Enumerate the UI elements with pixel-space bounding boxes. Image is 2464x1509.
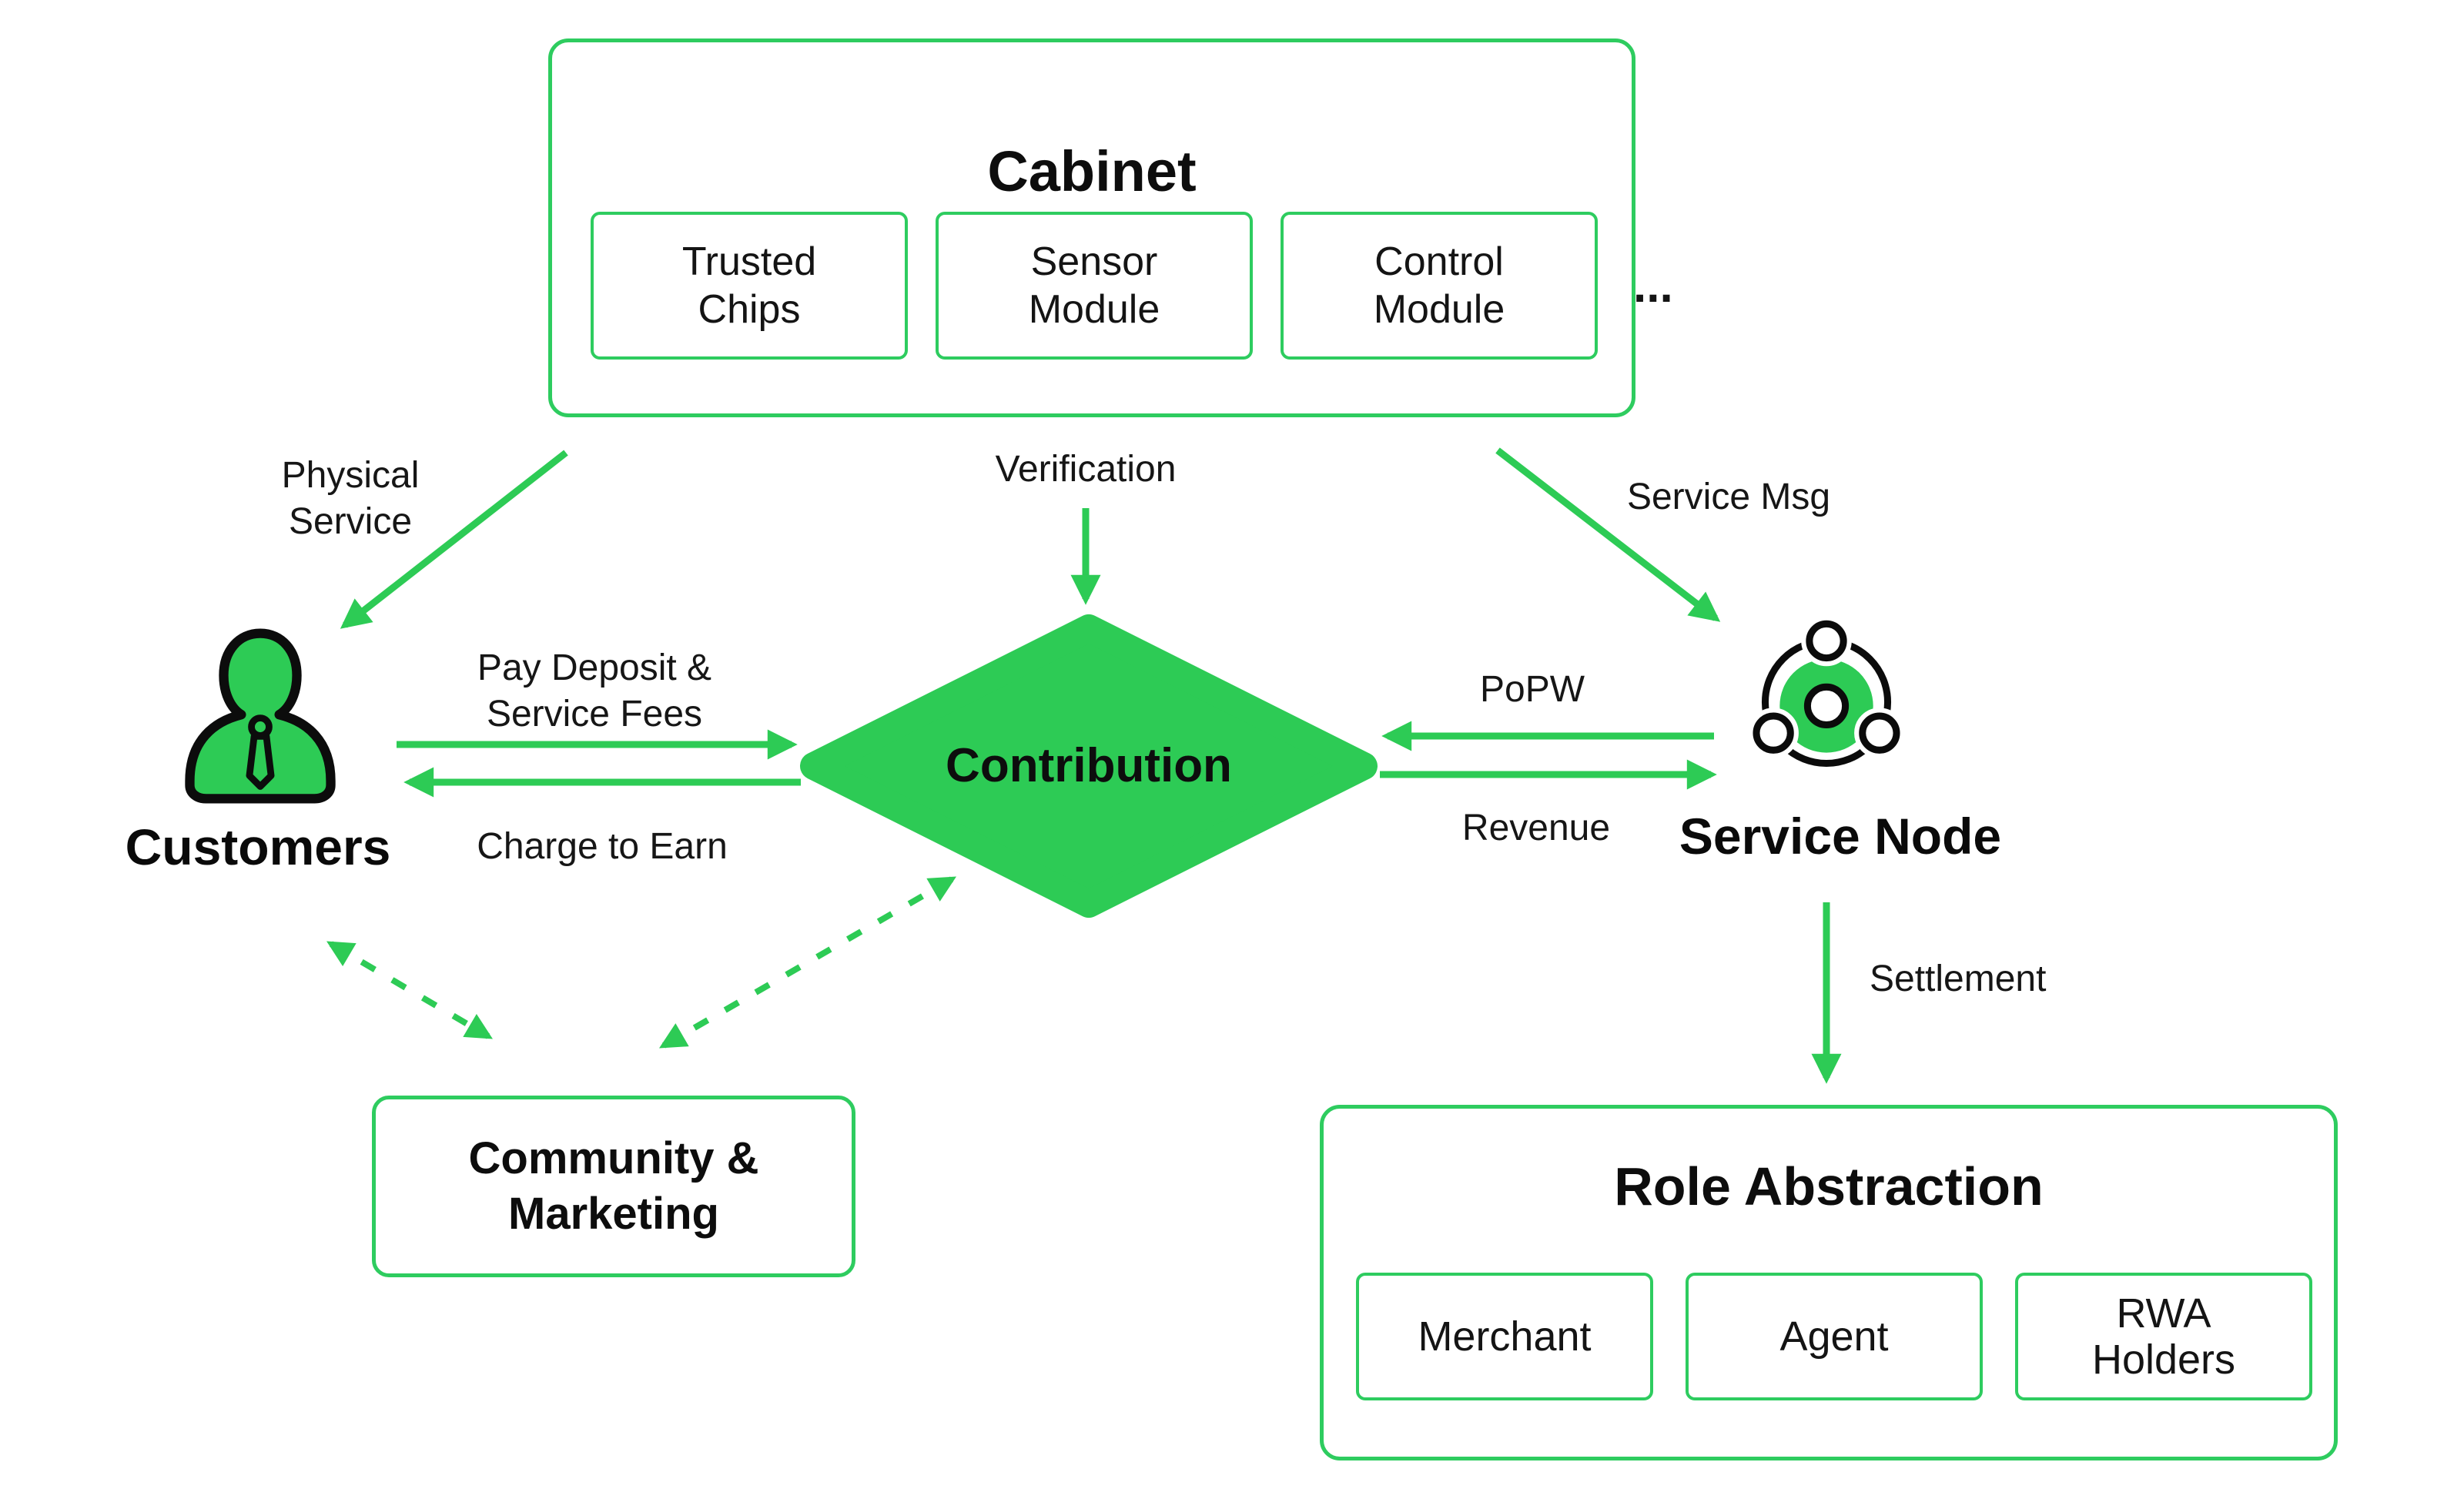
- role-abstraction-title: Role Abstraction: [1614, 1156, 2044, 1216]
- module-control-module-label: Control Module: [1373, 239, 1505, 332]
- module-trusted-chips-label: Trusted Chips: [681, 239, 817, 332]
- network-node-icon: [1748, 615, 1905, 768]
- role-abstraction-box: Role Abstraction Merchant Agent RWA Hold…: [1320, 1105, 2338, 1460]
- popw-label: PoPW: [1479, 669, 1585, 710]
- service-node-label: Service Node: [1679, 808, 2002, 865]
- customers-label: Customers: [125, 818, 391, 875]
- arrow-service-msg: [1495, 447, 1721, 622]
- physical-service-label: Physical Service: [281, 455, 420, 542]
- pay-deposit-label: Pay Deposit & Service Fees: [477, 647, 712, 734]
- role-merchant-label: Merchant: [1418, 1313, 1592, 1360]
- settlement-label: Settlement: [1870, 959, 2047, 999]
- role-row: Merchant Agent RWA Holders: [1356, 1273, 2312, 1400]
- module-control-module: Control Module: [1281, 212, 1598, 360]
- role-agent-label: Agent: [1779, 1313, 1889, 1360]
- arrow-physical-service: [340, 450, 568, 629]
- community-marketing-label: Community & Marketing: [468, 1133, 759, 1239]
- charge-to-earn-label: Charge to Earn: [477, 826, 728, 867]
- service-msg-label: Service Msg: [1626, 477, 1831, 517]
- dashed-arrow-customers-community: [326, 941, 493, 1039]
- cabinet-title: Cabinet: [987, 139, 1197, 203]
- contribution-diamond: [800, 614, 1378, 918]
- verification-label: Verification: [995, 449, 1177, 490]
- role-rwa-holders: RWA Holders: [2015, 1273, 2312, 1400]
- cabinet-module-row: Trusted Chips Sensor Module Control Modu…: [591, 212, 1673, 360]
- cabinet-box: Cabinet Trusted Chips Sensor Module Cont…: [548, 38, 1673, 417]
- role-agent: Agent: [1686, 1273, 1983, 1400]
- contribution-label: Contribution: [946, 739, 1232, 792]
- role-merchant: Merchant: [1356, 1273, 1653, 1400]
- module-sensor-module: Sensor Module: [936, 212, 1253, 360]
- person-icon: [185, 628, 336, 804]
- revenue-label: Revenue: [1461, 808, 1611, 848]
- more-modules-ellipsis: ...: [1633, 259, 1673, 313]
- community-marketing-box: Community & Marketing: [372, 1096, 855, 1277]
- module-sensor-module-label: Sensor Module: [1028, 239, 1160, 332]
- module-trusted-chips: Trusted Chips: [591, 212, 908, 360]
- role-rwa-holders-label: RWA Holders: [2091, 1290, 2236, 1383]
- dashed-arrow-community-contribution: [658, 876, 957, 1049]
